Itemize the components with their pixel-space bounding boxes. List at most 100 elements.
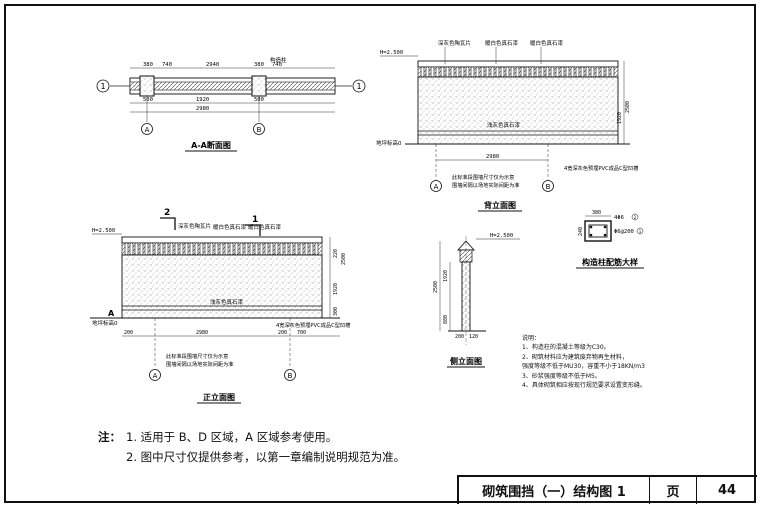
wall-ornament <box>490 66 495 78</box>
side-dim-2: 1920 <box>443 270 449 282</box>
wall-ornament <box>254 242 259 256</box>
detail-tag-2: 2 <box>634 215 637 220</box>
wall-ornament <box>214 242 219 256</box>
wall-ornament <box>595 66 600 78</box>
wall-ornament <box>440 66 445 78</box>
front-side-dim-2: 1920 <box>333 283 339 295</box>
section-dim-top-3: 2940 <box>206 62 219 68</box>
wall-ornament <box>495 66 500 78</box>
wall-ornament <box>224 242 229 256</box>
explanation-title: 说明： <box>522 335 541 342</box>
detail-rebar-main: 4Φ6 <box>614 215 624 221</box>
front-side-dim-3: 220 <box>333 249 339 258</box>
wall-ornament <box>264 242 269 256</box>
wall-ornament <box>239 242 244 256</box>
section-axis-left: 1 <box>100 82 105 91</box>
wall-ornament <box>274 242 279 256</box>
page-number: 44 <box>717 483 737 498</box>
front-title: 正立面图 <box>203 392 235 402</box>
back-side-dim-2: 2500 <box>625 101 631 113</box>
front-note-line2: 围墙间隔以场地实际间距为准 <box>166 360 233 368</box>
wall-ornament <box>234 242 239 256</box>
front-dim-bottom-2: 2980 <box>196 330 208 336</box>
section-grid-b: B <box>257 126 262 134</box>
explanation-item: 强度等级不低于MU30，容重不小于18KN/m3 <box>522 363 645 371</box>
wall-ornament <box>510 66 515 78</box>
wall-ornament <box>430 66 435 78</box>
wall-ornament <box>179 242 184 256</box>
back-callout-1: 深灰色陶瓦片 <box>438 39 471 47</box>
front-dim-bottom-3: 200 <box>278 330 287 336</box>
wall-ornament <box>294 242 299 256</box>
column-detail: 380 240 4Φ6 Φ6@200 2 1 构造柱配筋大样 <box>576 210 644 269</box>
wall-ornament <box>605 66 610 78</box>
back-note-line2: 围墙间隔以场地实际间距为准 <box>452 181 519 189</box>
side-dim-3: 880 <box>443 315 449 324</box>
wall-ornament <box>219 242 224 256</box>
front-section-mark-left: 2 <box>164 208 170 218</box>
back-level-top: H=2.500 <box>380 50 403 56</box>
wall-ornament <box>269 242 274 256</box>
back-callout-3: 暖白色真石漆 <box>530 39 564 47</box>
wall-ornament <box>425 66 430 78</box>
wall-ornament <box>505 66 510 78</box>
back-grid-a: A <box>434 183 439 191</box>
section-dim-top-1: 380 <box>143 62 153 68</box>
wall-ornament <box>244 242 249 256</box>
front-section-mark-a: A <box>108 309 115 318</box>
wall-ornament <box>460 66 465 78</box>
page-label: 页 <box>650 477 697 504</box>
wall-ornament <box>515 66 520 78</box>
wall-ornament <box>485 66 490 78</box>
section-dim-bottom-1: 500 <box>143 97 153 103</box>
front-note-line1: 此标准段围墙尺寸仅为示意 <box>166 352 228 360</box>
wall-ornament <box>129 242 134 256</box>
sheet-border <box>4 4 756 503</box>
back-note-line1: 此标准段围墙尺寸仅为示意 <box>452 173 514 181</box>
wall-ornament <box>480 66 485 78</box>
explanation-item: 4、具体砌筑相应按现行规范要求设置变形缝。 <box>522 382 646 390</box>
column-left <box>139 75 155 97</box>
wall-ornament <box>520 66 525 78</box>
back-title: 背立面图 <box>484 200 516 210</box>
wall-ornament <box>154 242 159 256</box>
explanation-item: 2、砌筑材料应为建筑废弃物再生材料， <box>522 353 628 361</box>
wall-ornament <box>209 242 214 256</box>
wall-ornament <box>299 242 304 256</box>
back-total-dim: 2980 <box>486 154 499 160</box>
detail-rebar-stirrup: Φ6@200 <box>614 229 634 235</box>
section-dim-bottom-3: 500 <box>254 97 264 103</box>
wall-ornament <box>139 242 144 256</box>
section-axis-right: 1 <box>356 82 361 91</box>
wall-ornament <box>284 242 289 256</box>
front-level-top: H=2.500 <box>92 228 115 234</box>
front-elevation: H=2.500 地坪标高0 A 2 1 深灰色陶瓦片 暖白色真石漆 暖白色真石漆… <box>90 208 350 404</box>
wall-ornament <box>580 66 585 78</box>
notes-block: 注：1. 适用于 B、D 区域，A 区域参考使用。 2. 图中尺寸仅提供参考，以… <box>98 427 405 467</box>
section-dim-total: 2980 <box>196 106 209 112</box>
wall-ornament <box>435 66 440 78</box>
wall-ornament <box>445 66 450 78</box>
wall-ornament <box>470 66 475 78</box>
wall-ornament <box>184 242 189 256</box>
wall-ornament <box>535 66 540 78</box>
wall-ornament <box>164 242 169 256</box>
section-column-label: 构造柱 <box>270 56 287 64</box>
wall-ornament <box>229 242 234 256</box>
back-callout-4: 浅灰色真石漆 <box>487 121 521 129</box>
wall-ornament <box>204 242 209 256</box>
back-pvc-note: 4宽深灰色预埋PVC成品C型凹槽 <box>564 164 638 172</box>
drawing-title: 砌筑围挡（一）结构图 1 <box>459 477 650 504</box>
detail-height-dim: 240 <box>578 227 584 236</box>
wall-ornament <box>134 242 139 256</box>
front-callout-4: 浅灰色真石漆 <box>210 298 244 306</box>
wall-ornament <box>420 66 425 78</box>
detail-width-dim: 380 <box>592 210 601 216</box>
front-side-dim-4: 300 <box>333 307 339 316</box>
wall-ornament <box>610 66 615 78</box>
front-grid-a: A <box>153 372 158 380</box>
wall-ornament <box>585 66 590 78</box>
side-dim-bottom-2: 120 <box>469 334 478 340</box>
back-elevation: H=2.500 地坪标高0 深灰色陶瓦片 暖白色真石漆 暖白色真石漆 浅灰色真石… <box>376 39 638 212</box>
